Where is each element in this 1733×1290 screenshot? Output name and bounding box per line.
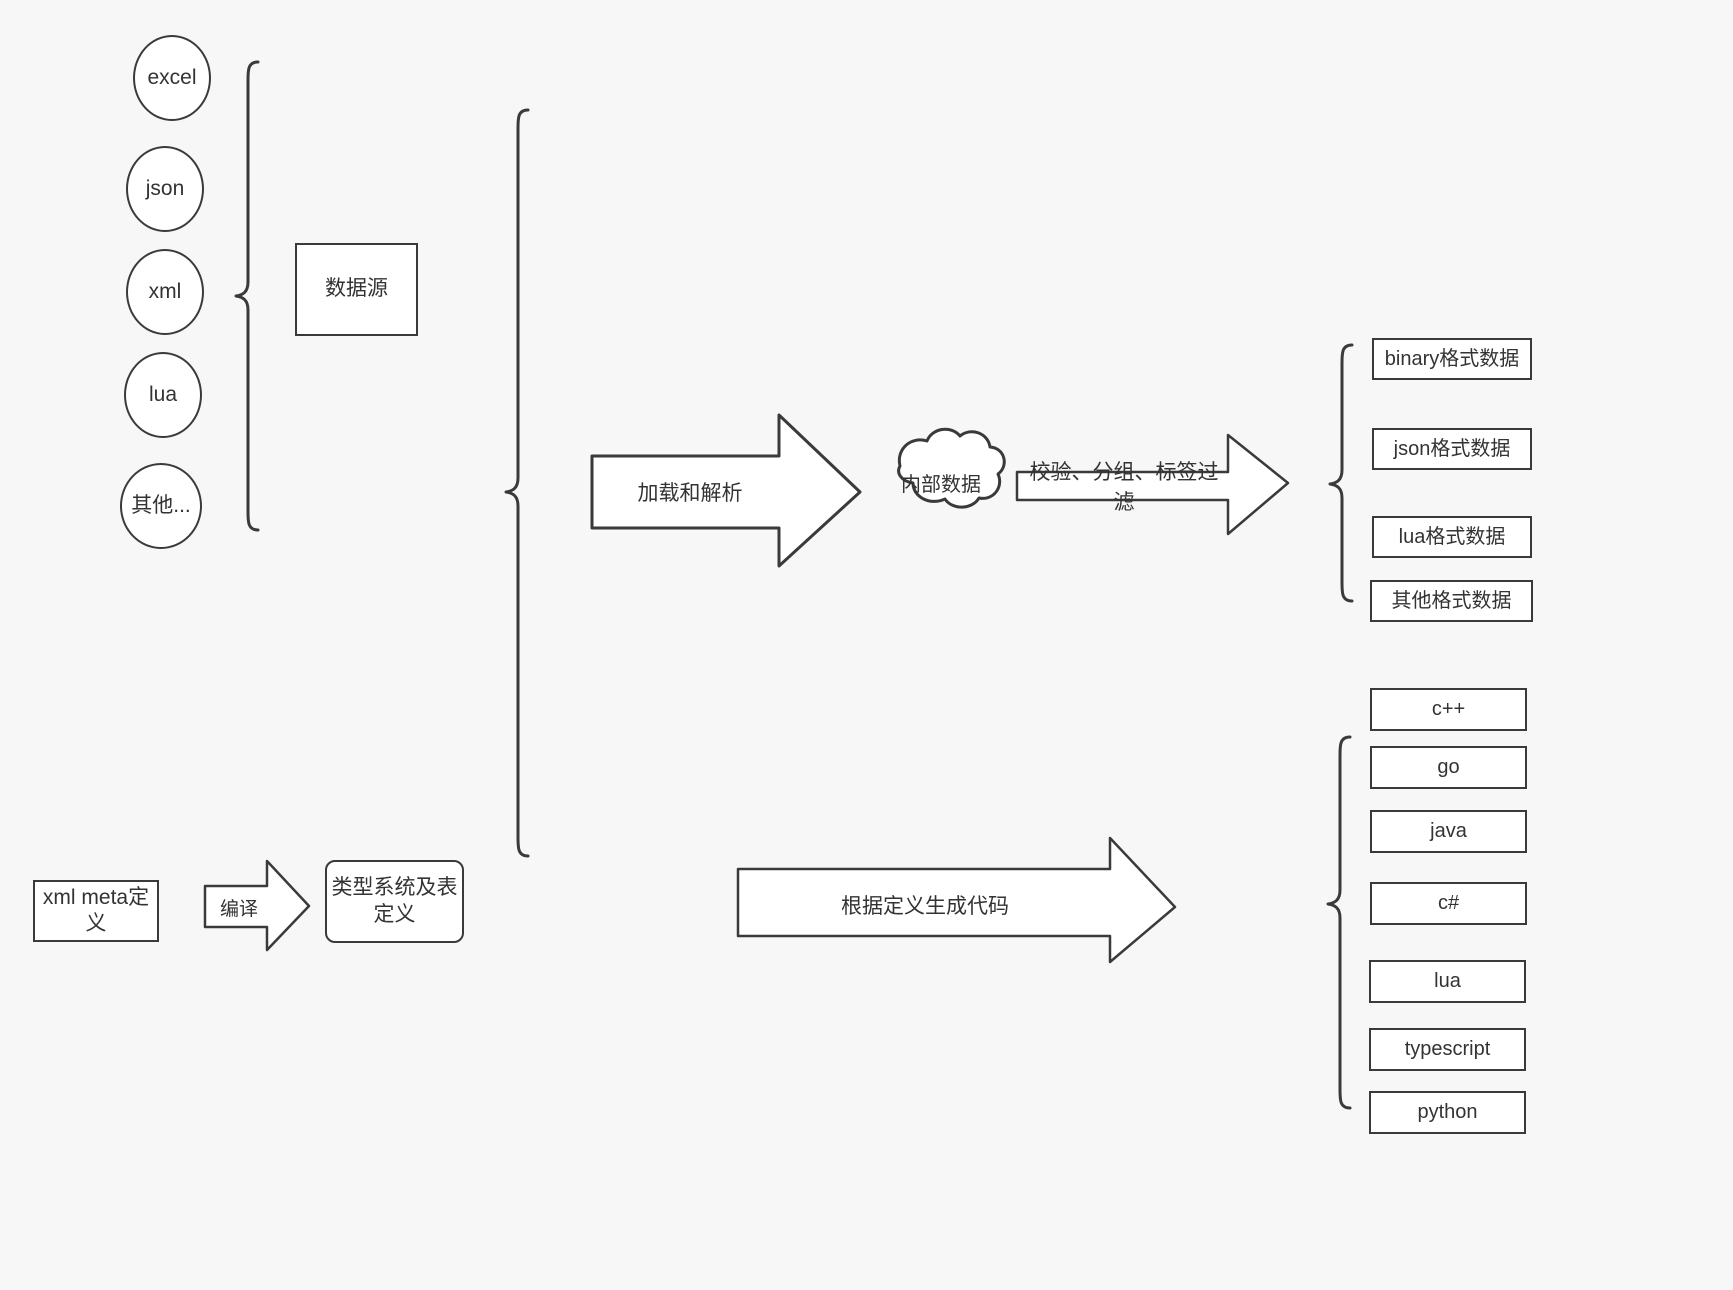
source-label: json	[145, 176, 185, 200]
format-box-binary[interactable]: binary格式数据	[1372, 338, 1532, 380]
pipeline-brace	[504, 108, 530, 858]
source-node-json[interactable]: json	[126, 146, 204, 232]
format-label: 其他格式数据	[1391, 589, 1512, 612]
source-label: lua	[148, 382, 178, 406]
language-box-java[interactable]: java	[1370, 810, 1527, 853]
codegen-arrow	[736, 836, 1177, 964]
language-label: go	[1437, 756, 1460, 778]
load-parse-arrow	[590, 413, 862, 568]
datasource-label: 数据源	[325, 277, 388, 301]
codegen-label: 根据定义生成代码	[800, 887, 1050, 923]
language-box-csharp[interactable]: c#	[1370, 882, 1527, 925]
xml-meta-box[interactable]: xml meta定义	[33, 880, 159, 942]
language-box-python[interactable]: python	[1369, 1091, 1526, 1134]
language-box-typescript[interactable]: typescript	[1369, 1028, 1526, 1071]
filter-text: 校验、分组、标签过滤	[1029, 461, 1219, 514]
formats-brace	[1328, 343, 1354, 603]
datasource-box[interactable]: 数据源	[295, 243, 418, 336]
internal-data-text: 内部数据	[901, 473, 981, 496]
source-node-xml[interactable]: xml	[126, 249, 204, 335]
language-label: java	[1430, 820, 1467, 842]
language-box-go[interactable]: go	[1370, 746, 1527, 789]
type-system-label: 类型系统及表定义	[331, 876, 458, 926]
language-box-lua[interactable]: lua	[1369, 960, 1526, 1003]
format-label: lua格式数据	[1398, 525, 1506, 548]
source-node-other[interactable]: 其他...	[120, 463, 202, 549]
load-parse-text: 加载和解析	[637, 482, 743, 505]
sources-brace	[234, 60, 260, 532]
load-parse-label: 加载和解析	[600, 470, 780, 514]
type-system-box[interactable]: 类型系统及表定义	[325, 860, 464, 943]
language-label: c#	[1437, 892, 1460, 914]
format-box-other[interactable]: 其他格式数据	[1370, 580, 1533, 622]
compile-label: 编译	[210, 891, 268, 923]
compile-arrow	[203, 859, 311, 952]
source-node-excel[interactable]: excel	[133, 35, 211, 121]
language-label: typescript	[1404, 1038, 1491, 1060]
format-box-json[interactable]: json格式数据	[1372, 428, 1532, 470]
codegen-text: 根据定义生成代码	[841, 895, 1009, 918]
format-label: binary格式数据	[1384, 347, 1520, 370]
language-box-cpp[interactable]: c++	[1370, 688, 1527, 731]
source-label: 其他...	[131, 493, 191, 517]
format-label: json格式数据	[1393, 437, 1511, 460]
xml-meta-label: xml meta定义	[42, 885, 150, 935]
source-node-lua[interactable]: lua	[124, 352, 202, 438]
internal-data-label: 内部数据	[890, 460, 992, 504]
format-box-lua[interactable]: lua格式数据	[1372, 516, 1532, 558]
source-label: excel	[147, 65, 197, 89]
languages-brace	[1326, 735, 1352, 1110]
filter-arrow	[1015, 433, 1290, 536]
compile-text: 编译	[219, 898, 258, 920]
language-label: c++	[1431, 698, 1466, 720]
language-label: lua	[1434, 970, 1461, 992]
language-label: python	[1417, 1101, 1478, 1123]
filter-label: 校验、分组、标签过滤	[1020, 461, 1228, 514]
source-label: xml	[148, 279, 182, 303]
